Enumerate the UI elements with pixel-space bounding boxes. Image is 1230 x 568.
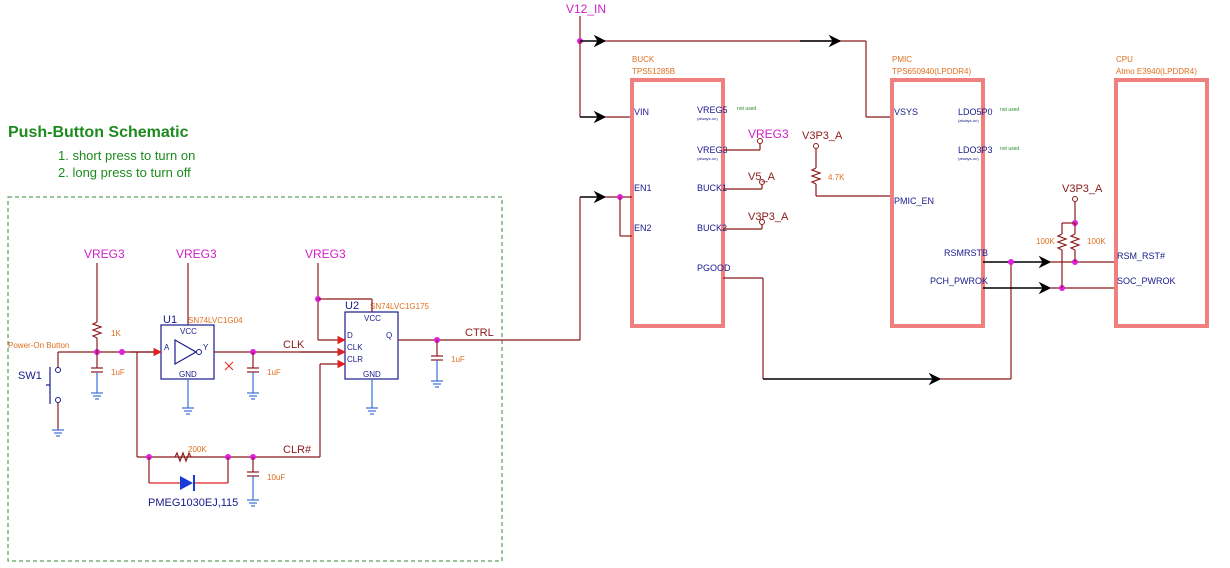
c-10uf-label: 10uF — [267, 473, 285, 482]
buck-pin-buck1: BUCK1 — [697, 183, 727, 193]
buck-pin-en2: EN2 — [634, 223, 652, 233]
net-clr: CLR# — [283, 444, 312, 456]
u2-gnd: GND — [363, 370, 381, 379]
rail-vreg3-u2: VREG3 — [305, 247, 346, 261]
pmic-ldo3p3-not-used: not used — [1000, 146, 1019, 152]
pmic-part: TPS650940(LPDDR4) — [892, 67, 971, 76]
pmic-pin-rsmrstb: RSMRSTB — [944, 248, 988, 258]
diode-label: PMEG1030EJ,115 — [148, 497, 238, 509]
u1-inverter — [160, 324, 215, 380]
pmic-ldo3p3-always-on: (always-on) — [958, 156, 979, 161]
note-line-1: 1. short press to turn on — [58, 148, 195, 163]
buck-pin-vreg3: VREG3 — [697, 145, 728, 155]
u2-vcc: VCC — [364, 314, 381, 323]
pmic-ldo5p0-always-on: (always-on) — [958, 118, 979, 123]
u1-vcc: VCC — [180, 327, 197, 336]
buck-vreg5-always-on: (always-on) — [697, 116, 718, 121]
junction-rsmrstb — [1008, 259, 1014, 265]
rail-vreg3-buck: VREG3 — [748, 127, 789, 141]
pmic-name: PMIC — [892, 55, 912, 64]
cpu-name: CPU — [1116, 55, 1133, 64]
c-1uf-c-label: 1uF — [451, 355, 465, 364]
buck-pin-vin: VIN — [634, 107, 649, 117]
page-title: Push-Button Schematic — [8, 124, 189, 141]
rail-v5-a: V5_A — [748, 171, 776, 183]
net-ctrl: CTRL — [465, 327, 494, 339]
rail-v3p3-a-buck: V3P3_A — [748, 211, 789, 223]
u1-ref: U1 — [163, 314, 177, 326]
switch-ref: SW1 — [18, 370, 42, 382]
r-200k-label: 200K — [188, 445, 207, 454]
u2-part: SN74LVC1G175 — [370, 302, 430, 311]
cpu-pin-rsm-rst: RSM_RST# — [1117, 251, 1165, 261]
buck-pin-vreg5: VREG5 — [697, 105, 728, 115]
buck-pin-buck2: BUCK2 — [697, 223, 727, 233]
r-100k-b-label: 100K — [1087, 237, 1106, 246]
pmic-pin-vsys: VSYS — [894, 107, 918, 117]
buck-name: BUCK — [632, 55, 655, 64]
cpu-chip — [1114, 78, 1209, 328]
buck-pin-en1: EN1 — [634, 183, 652, 193]
cpu-pin-soc-pwrok: SOC_PWROK — [1117, 276, 1176, 286]
u2-pin-q: Q — [386, 331, 392, 340]
rail-vreg3-u1: VREG3 — [176, 247, 217, 261]
u2-pin-d: D — [347, 331, 353, 340]
note-line-2: 2. long press to turn off — [58, 165, 191, 180]
u1-part: SN74LVC1G04 — [188, 316, 243, 325]
r-1k-label: 1K — [111, 329, 121, 338]
buck-pin-pgood: PGOOD — [697, 263, 731, 273]
u2-ref: U2 — [345, 300, 359, 312]
pmic-pin-ldo3p3: LDO3P3 — [958, 145, 993, 155]
pmic-ldo5p0-not-used: not used — [1000, 107, 1019, 113]
u2-pin-clr: CLR — [347, 355, 363, 364]
net-clk: CLK — [283, 339, 305, 351]
c-1uf-a-label: 1uF — [111, 368, 125, 377]
rail-vreg3-r1k: VREG3 — [84, 247, 125, 261]
junction-input-2 — [119, 349, 125, 355]
u1-pin-y: Y — [203, 343, 209, 352]
pmic-pin-pmic-en: PMIC_EN — [894, 196, 934, 206]
pmic-pin-pch-pwrok: PCH_PWROK — [930, 276, 988, 286]
r-4k7-label: 4.7K — [828, 173, 845, 182]
buck-vreg5-not-used: not used — [737, 106, 756, 112]
r-100k-a-label: 100K — [1036, 237, 1055, 246]
rail-v3p3-a-cpu: V3P3_A — [1062, 183, 1103, 195]
switch-label: Power-On Button — [8, 341, 69, 350]
u2-flipflop — [344, 311, 399, 380]
rail-v3p3-a-pmic: V3P3_A — [802, 130, 843, 142]
u1-gnd: GND — [179, 370, 197, 379]
buck-chip — [630, 78, 725, 328]
pmic-chip — [890, 78, 985, 328]
u1-pin-a: A — [164, 343, 170, 352]
u2-pin-clk: CLK — [347, 343, 363, 352]
buck-vreg3-always-on: (always-on) — [697, 156, 718, 161]
buck-part: TPS51285B — [632, 67, 675, 76]
rail-v12-in: V12_IN — [566, 2, 606, 16]
cpu-part: Atmo E3940(LPDDR4) — [1116, 67, 1197, 76]
pushbutton-region — [7, 196, 503, 562]
c-1uf-b-label: 1uF — [267, 368, 281, 377]
pmic-pin-ldo5p0: LDO5P0 — [958, 107, 993, 117]
